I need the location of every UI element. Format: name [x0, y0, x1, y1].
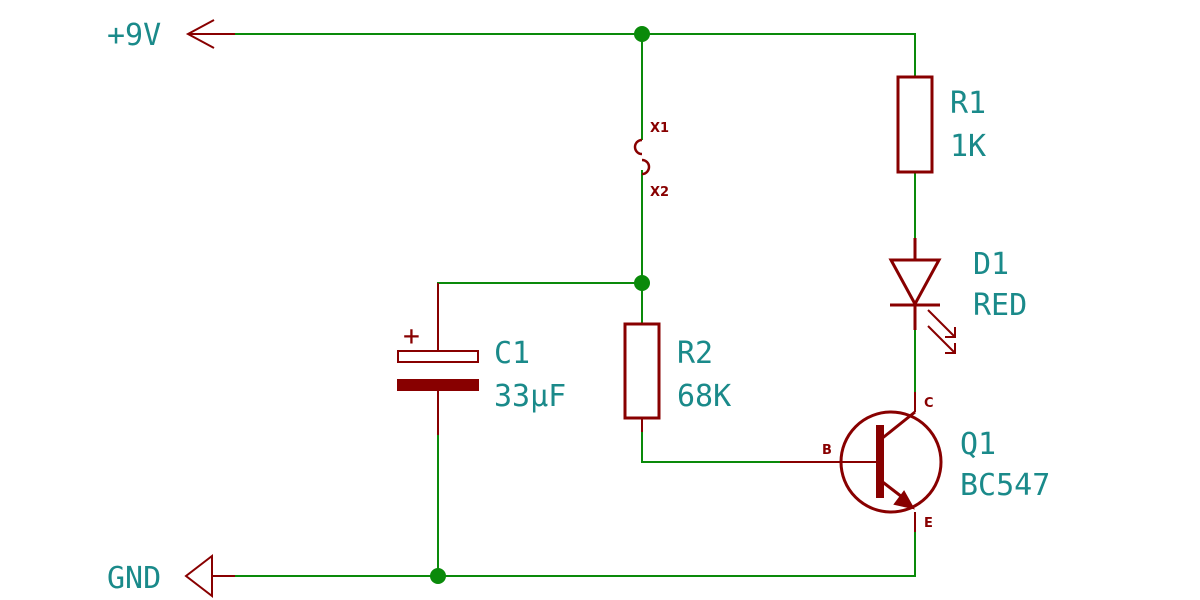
c1-value: 33µF: [494, 379, 566, 414]
d1-ref: D1: [973, 247, 1009, 282]
led-icon: [888, 238, 956, 354]
d1-value: RED: [973, 288, 1027, 323]
gnd-label: GND: [107, 561, 161, 596]
led-d1: D1 RED: [888, 238, 1027, 354]
q1-pin-b: B: [822, 443, 832, 458]
wires: [235, 33, 916, 577]
q1-value: BC547: [960, 468, 1050, 503]
q1-ref: Q1: [960, 427, 996, 462]
open-contacts-icon: [633, 138, 651, 176]
transistor-q1: B C E Q1 BC547: [780, 392, 1050, 532]
gnd-port: GND: [107, 553, 235, 599]
q1-pin-c: C: [924, 396, 934, 411]
r1-value: 1K: [950, 129, 986, 164]
wire-r2-to-base: [641, 418, 840, 463]
power-arrow-icon: [185, 19, 235, 49]
resistor-r1: R1 1K: [896, 75, 986, 174]
resistor-icon: [896, 75, 934, 174]
r2-ref: R2: [677, 336, 713, 371]
junction-vcc: [634, 26, 650, 42]
c1-ref: C1: [494, 336, 530, 371]
wire-gnd-rail: [235, 512, 916, 577]
resistor-icon: [623, 322, 661, 420]
junction-mid: [634, 275, 650, 291]
q1-pin-e: E: [924, 516, 933, 531]
polarized-capacitor-icon: [397, 283, 479, 435]
x2-pin-label: X2: [650, 185, 669, 200]
r1-ref: R1: [950, 86, 986, 121]
r2-value: 68K: [677, 379, 731, 414]
c1-polarity: +: [403, 319, 420, 352]
vcc-label: +9V: [107, 18, 161, 53]
x1-pin-label: X1: [650, 121, 669, 136]
npn-transistor-icon: [780, 392, 943, 532]
vcc-port: +9V: [107, 18, 235, 53]
junction-gnd: [430, 568, 446, 584]
resistor-r2: R2 68K: [623, 322, 731, 432]
capacitor-c1: + C1 33µF: [397, 283, 566, 435]
contacts-x: X1 X2: [633, 121, 669, 200]
wire-vcc-rail: [235, 33, 916, 77]
wire-c1-top: [437, 282, 642, 350]
ground-icon: [184, 553, 235, 599]
junctions: [430, 26, 650, 584]
